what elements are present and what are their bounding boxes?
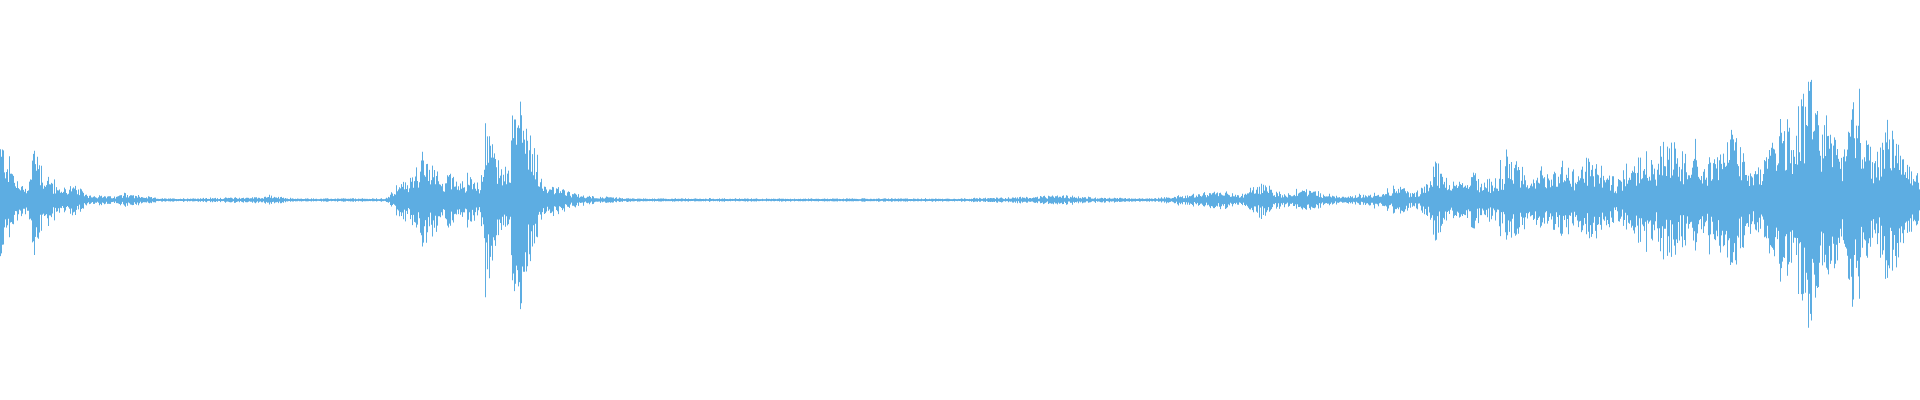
waveform-trace <box>0 79 1920 328</box>
